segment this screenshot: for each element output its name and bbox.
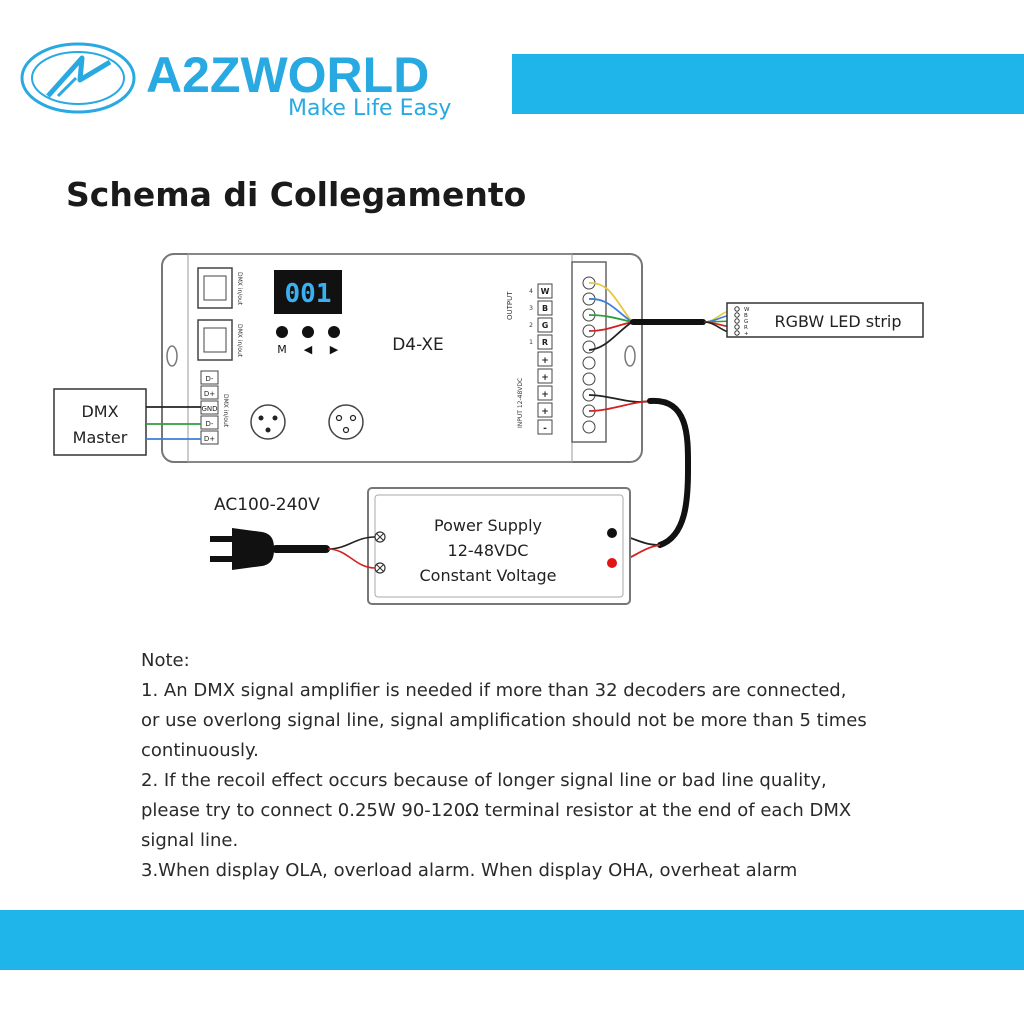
output-channel-label: 2 xyxy=(529,322,533,329)
led-strip-pin: W xyxy=(744,307,750,313)
output-terminal-label: R xyxy=(542,338,548,347)
input-label: INPUT 12-48VDC xyxy=(517,378,524,428)
wiring-diagram: DMX in/out DMX in/out 001 M ◀ ▶ D4-XE D-… xyxy=(53,253,924,605)
dmx-terminal-label: D- xyxy=(206,375,214,383)
output-terminal-label: W xyxy=(541,287,550,296)
prev-button[interactable] xyxy=(302,326,314,338)
next-button-label: ▶ xyxy=(330,343,339,356)
led-strip-pin: G xyxy=(744,319,748,325)
ac-voltage-label: AC100-240V xyxy=(214,495,320,515)
dmx-master-label: DMX xyxy=(81,402,118,421)
display-value: 001 xyxy=(285,279,332,309)
plus-terminal-label: + xyxy=(541,390,549,400)
screw-terminal-strip xyxy=(571,261,607,443)
power-supply-label: 12-48VDC xyxy=(448,541,529,560)
led-cable xyxy=(630,319,706,325)
header-accent-bar xyxy=(512,54,1024,114)
dmx-terminal-label: D+ xyxy=(204,435,215,443)
led-strip-pin: B xyxy=(744,313,748,319)
note-line: 2. If the recoil effect occurs because o… xyxy=(141,770,827,791)
controller-housing xyxy=(161,253,643,463)
dmx-terminal-block: D- D+ GND D- D+ xyxy=(200,370,219,445)
rj45-label: DMX in/out xyxy=(236,324,243,358)
dmx-master-label: Master xyxy=(73,428,128,447)
rj45-port xyxy=(197,267,233,309)
output-terminal-label: G xyxy=(542,321,549,330)
ac-plug-icon xyxy=(210,528,330,570)
dmx-master-box: DMX Master xyxy=(53,388,147,456)
rj45-label: DMX in/out xyxy=(236,272,243,306)
power-supply-label: Constant Voltage xyxy=(419,566,556,585)
next-button[interactable] xyxy=(328,326,340,338)
note-line: or use overlong signal line, signal ampl… xyxy=(141,710,867,731)
dmx-terminal-label: GND xyxy=(201,405,217,413)
brand-tagline: Make Life Easy xyxy=(288,96,452,121)
power-supply-box: Power Supply 12-48VDC Constant Voltage xyxy=(367,487,631,605)
output-terminal-label: B xyxy=(542,304,548,313)
psu-negative-terminal xyxy=(607,528,617,538)
led-strip-pin: R xyxy=(744,325,748,331)
plus-terminal-label: + xyxy=(541,373,549,383)
dmx-terminal-group-label: DMX in/out xyxy=(222,394,229,428)
mode-button-label: M xyxy=(277,343,287,356)
output-channel-label: 1 xyxy=(529,339,533,346)
rj45-port xyxy=(197,319,233,361)
note-line: 1. An DMX signal amplifier is needed if … xyxy=(141,680,847,701)
dmx-terminal-label: D- xyxy=(206,420,214,428)
plus-terminal-label: + xyxy=(541,356,549,366)
led-strip: W B G R + RGBW LED strip xyxy=(726,302,924,338)
page-title: Schema di Collegamento xyxy=(66,175,527,214)
output-channel-label: 4 xyxy=(529,288,533,295)
dmx-wires xyxy=(146,406,201,440)
psu-positive-terminal xyxy=(607,558,617,568)
note-line: continuously. xyxy=(141,740,259,761)
notes-heading: Note: xyxy=(141,650,190,671)
input-terminal-label: + xyxy=(541,407,549,417)
led-display: 001 xyxy=(274,270,342,314)
output-wires xyxy=(588,282,633,351)
led-strip-pin: + xyxy=(744,331,749,337)
led-strip-label: RGBW LED strip xyxy=(774,312,901,331)
brand-name: A2ZWORLD xyxy=(146,47,430,103)
notes-section: Note: 1. An DMX signal amplifier is need… xyxy=(141,646,901,886)
xlr-male-icon xyxy=(250,404,286,440)
dmx-terminal-label: D+ xyxy=(204,390,215,398)
prev-button-label: ◀ xyxy=(304,343,313,356)
input-terminal-label: - xyxy=(543,424,547,434)
device-model: D4-XE xyxy=(392,335,444,355)
ac-wires xyxy=(327,536,376,569)
note-line: please try to connect 0.25W 90-120Ω term… xyxy=(141,800,852,821)
output-label: OUTPUT xyxy=(506,291,514,320)
power-supply-label: Power Supply xyxy=(434,516,542,535)
mode-button[interactable] xyxy=(276,326,288,338)
xlr-female-icon xyxy=(328,404,364,440)
footer-accent-bar xyxy=(0,910,1024,970)
note-line: 3.When display OLA, overload alarm. When… xyxy=(141,860,798,881)
brand-logo-icon xyxy=(20,42,136,114)
output-channel-label: 3 xyxy=(529,305,533,312)
note-line: signal line. xyxy=(141,830,239,851)
output-terminal-labels: W B G R + + + + - xyxy=(537,283,553,435)
